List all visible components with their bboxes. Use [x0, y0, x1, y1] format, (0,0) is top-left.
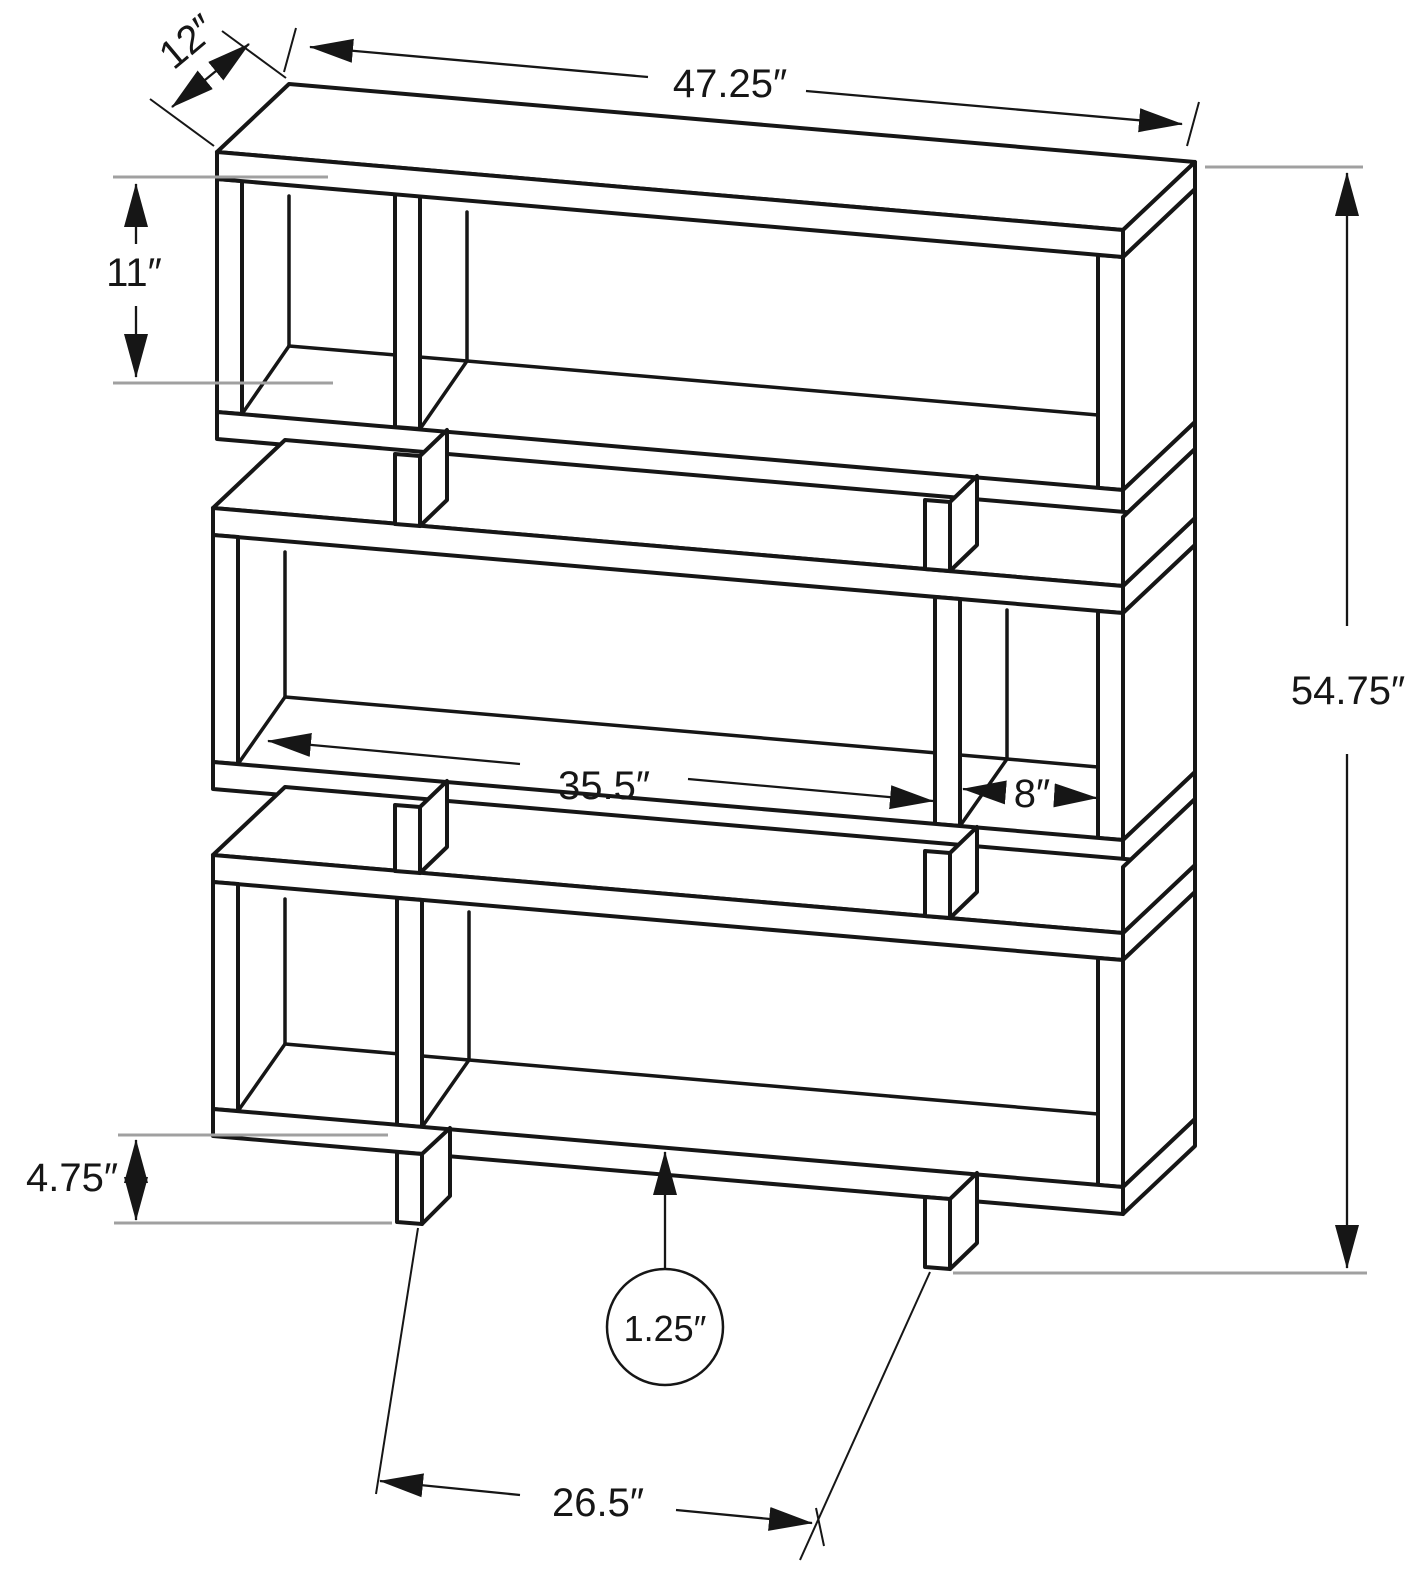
connector-right-front	[923, 498, 952, 573]
dimension-base-clearance: 4.75″	[26, 1133, 392, 1225]
dimension-line	[171, 43, 250, 108]
tier-bottom-right-panel	[1096, 956, 1125, 1189]
connectors-top-middle	[393, 428, 1197, 588]
dimension-overall-height: 54.75″	[953, 165, 1405, 1275]
connector-left-front	[393, 803, 422, 875]
connectors-middle-bottom	[393, 779, 1197, 935]
overall-width-label: 47.25″	[673, 62, 787, 106]
base-span-label: 26.5″	[552, 1481, 644, 1525]
dimension-line	[1053, 783, 1098, 808]
extension-tick	[283, 27, 297, 73]
tier-bottom-floor-diagonal-left	[236, 1042, 287, 1113]
dimension-overall-width: 47.25″	[283, 27, 1200, 147]
extension-tick	[1186, 101, 1200, 147]
callout-circle	[605, 1267, 725, 1387]
dimension-line	[675, 1506, 813, 1531]
extension-line	[375, 1227, 419, 1495]
extension-tick	[815, 1507, 825, 1547]
tier-middle-floor-back-right	[1005, 757, 1100, 769]
tier-bottom-floor-diagonal-right	[420, 1058, 471, 1129]
dimension-center-opening-width: 35.5″	[267, 732, 934, 810]
dimension-line	[687, 777, 934, 810]
tier-top-divider	[393, 192, 422, 431]
center-opening-width-label: 35.5″	[558, 764, 650, 808]
tier-top-floor-diagonal-left	[240, 344, 291, 416]
extension-line	[149, 98, 215, 147]
dimension-line	[267, 732, 521, 766]
tier-middle-left-panel	[211, 533, 240, 766]
dimension-shelf-thickness: 1.25″	[605, 1151, 725, 1387]
side-opening-width-label: 8″	[1014, 772, 1050, 816]
tier-middle-floor-diagonal-left	[236, 695, 287, 766]
tier-top-top-board-side	[1121, 160, 1197, 259]
connector-right-end-face	[1121, 447, 1197, 588]
tier-top-left-panel	[215, 177, 244, 416]
dimension-line	[379, 1473, 521, 1498]
connector-right-end-face	[1121, 797, 1197, 935]
tier-top-floor-back-left	[287, 344, 469, 363]
tier-bottom-left-panel	[211, 880, 240, 1113]
tier-top-floor-back-right	[465, 359, 1100, 417]
left-leg-front	[395, 1150, 424, 1226]
top-opening-height-label: 11″	[106, 251, 162, 295]
overall-height-label: 54.75″	[1291, 669, 1405, 713]
tier-middle-right-panel	[1096, 609, 1125, 842]
dimension-base-span: 26.5″	[375, 1227, 931, 1561]
dimension-line	[309, 38, 649, 79]
connector-right-front	[923, 849, 952, 920]
right-leg-front	[923, 1195, 952, 1271]
tier-middle-divider	[933, 595, 962, 828]
tier-bottom-bottom-board-side	[1121, 1117, 1197, 1216]
tier-middle-floor-back-left	[283, 695, 1009, 761]
connector-left-front	[393, 452, 422, 528]
tier-top-floor-diagonal-right	[418, 359, 469, 431]
legs	[395, 1126, 979, 1271]
tier-top-right-panel	[1096, 253, 1125, 492]
dimension-side-opening-width: 8″	[962, 772, 1098, 816]
dimension-line	[805, 89, 1183, 133]
depth-label: 12″	[151, 6, 224, 77]
tier-bottom-floor-back-left	[283, 1042, 471, 1062]
base-clearance-label: 4.75″	[26, 1156, 118, 1200]
extension-line	[221, 30, 287, 79]
dimension-line	[962, 780, 1007, 805]
dimension-top-opening-height: 11″	[106, 175, 333, 385]
tier-bottom-bottom-board	[211, 1107, 1125, 1216]
tier-bottom-floor-back-right	[467, 1058, 1100, 1116]
tier-bottom-divider	[395, 896, 424, 1129]
extension-line	[799, 1271, 931, 1561]
shelf-thickness-label: 1.25″	[624, 1308, 707, 1349]
